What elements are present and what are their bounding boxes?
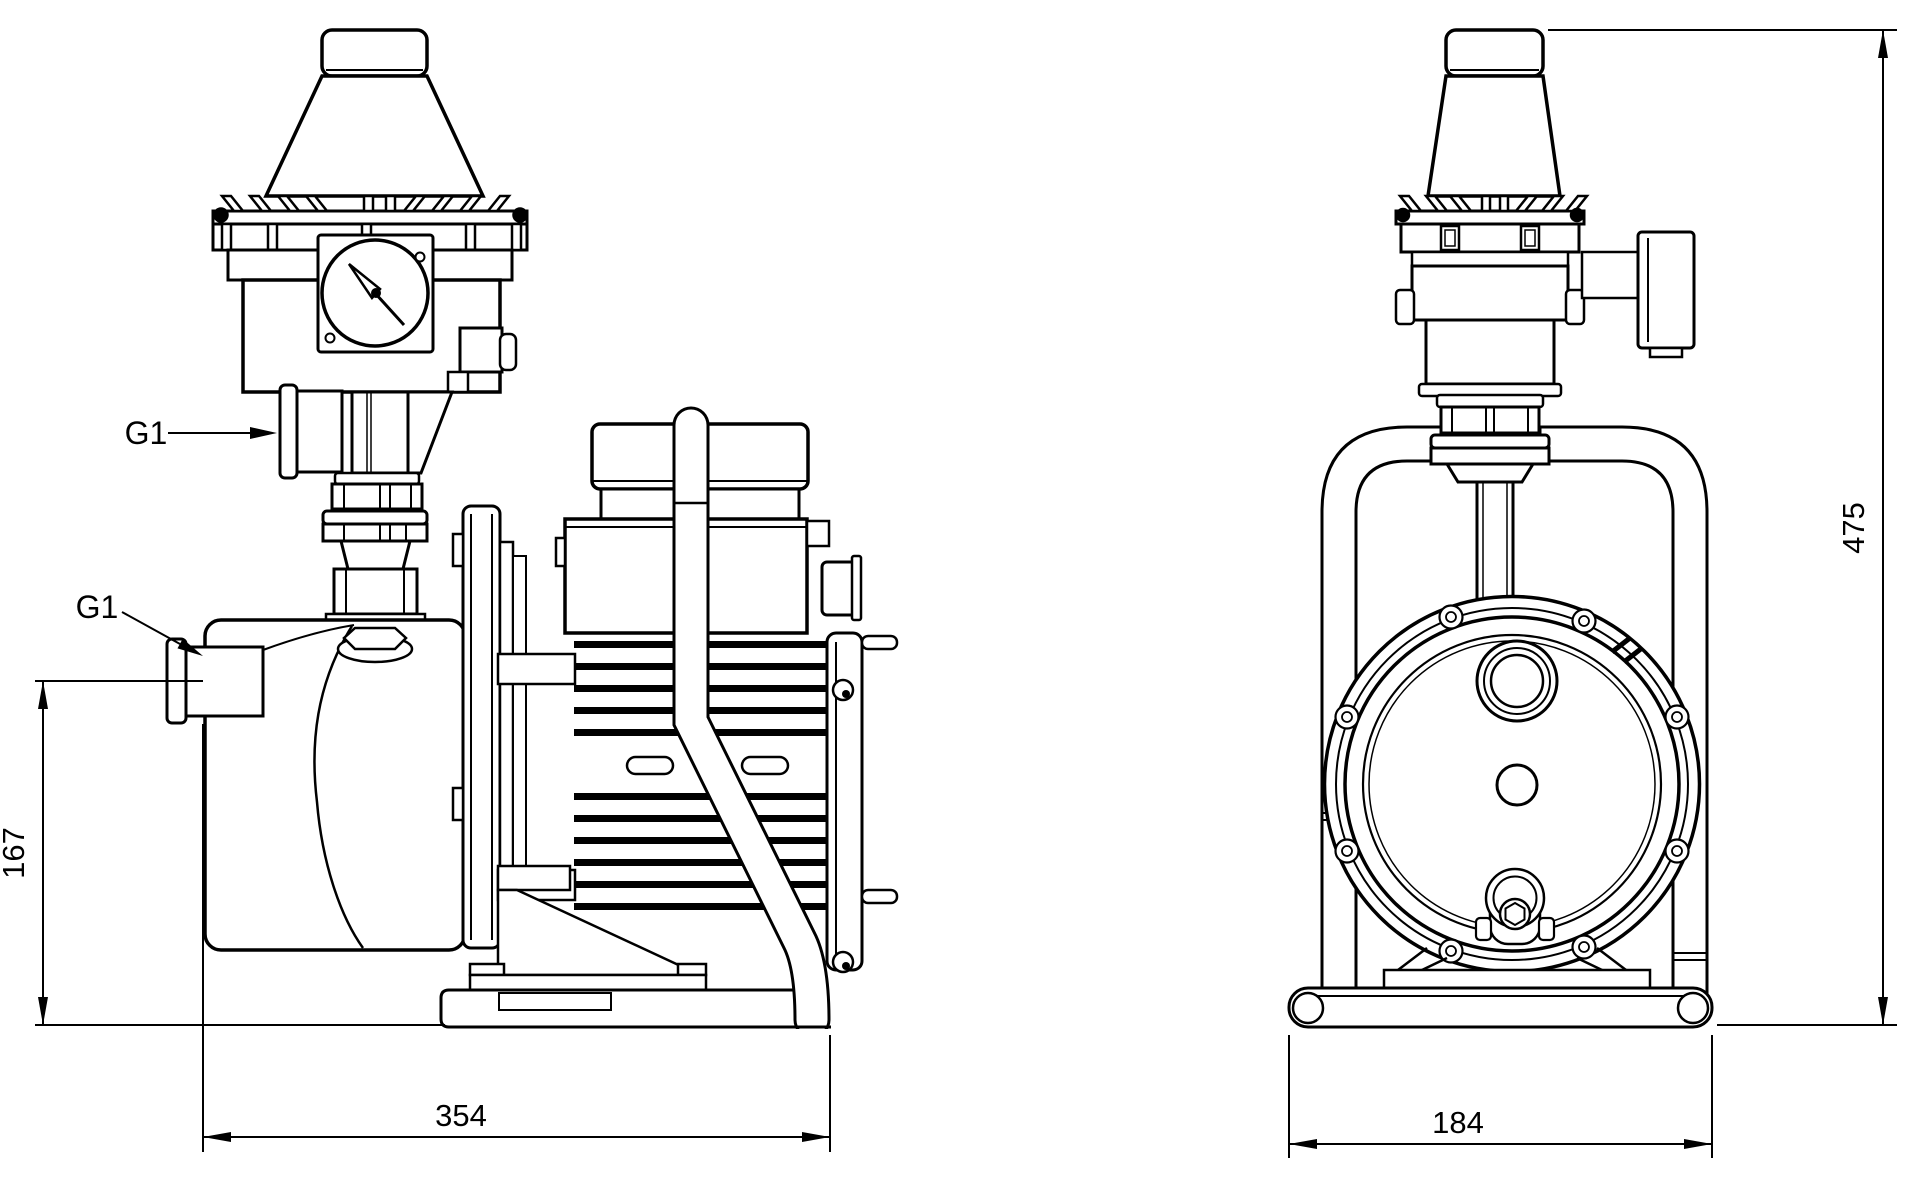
union-nut xyxy=(330,482,424,511)
motor-slot xyxy=(625,755,675,776)
controller-inlet-port xyxy=(295,389,344,474)
center-plug xyxy=(1495,763,1539,807)
controller-fins-front xyxy=(1394,194,1590,226)
base-side xyxy=(439,864,812,1029)
union-front xyxy=(1429,393,1551,634)
pressure-controller-front xyxy=(1394,28,1696,634)
motor-feet xyxy=(468,973,708,992)
dim-184: 184 xyxy=(1288,1035,1713,1158)
support-plate xyxy=(1382,968,1652,990)
dim-167-label: 167 xyxy=(0,827,31,879)
pump-flange xyxy=(461,504,502,950)
base-bar xyxy=(1287,986,1714,1029)
pressure-gauge xyxy=(316,233,435,354)
pump-face xyxy=(1322,594,1702,974)
base-foot xyxy=(1291,991,1325,1025)
motor-slot xyxy=(740,755,790,776)
controller-inlet-flange xyxy=(278,383,299,480)
volute-curve xyxy=(313,625,365,949)
pump-body-side xyxy=(165,618,467,952)
pressure-controller-side xyxy=(211,28,529,626)
dimensions: 167 354 184 475 xyxy=(0,29,1897,1158)
base-front xyxy=(1287,947,1714,1029)
controller-side-port xyxy=(458,326,504,374)
label-g1-outlet: G1 xyxy=(125,415,277,451)
top-port xyxy=(1475,639,1559,723)
dim-475-label: 475 xyxy=(1836,502,1871,554)
rim-bolts xyxy=(1334,604,1690,964)
carry-handle xyxy=(672,406,850,1045)
drain-port xyxy=(1474,867,1556,946)
dim-475: 475 xyxy=(1548,29,1897,1026)
dim-354-label: 354 xyxy=(435,1098,487,1133)
front-view xyxy=(1287,28,1714,1029)
filler-plug-hex xyxy=(342,626,408,651)
controller-union xyxy=(321,390,455,626)
clamp-ring xyxy=(1343,615,1681,953)
g1-inlet-text: G1 xyxy=(76,589,119,625)
dim-354: 354 xyxy=(202,724,831,1152)
g1-outlet-text: G1 xyxy=(125,415,168,451)
base-foot xyxy=(1676,991,1710,1025)
base-plate xyxy=(439,988,812,1029)
label-g1-inlet: G1 xyxy=(76,589,203,656)
junction-box xyxy=(1636,230,1696,350)
controller-cone xyxy=(263,74,486,198)
dim-167: 167 xyxy=(0,680,445,1026)
dim-184-label: 184 xyxy=(1432,1105,1484,1140)
side-view xyxy=(165,28,899,1045)
